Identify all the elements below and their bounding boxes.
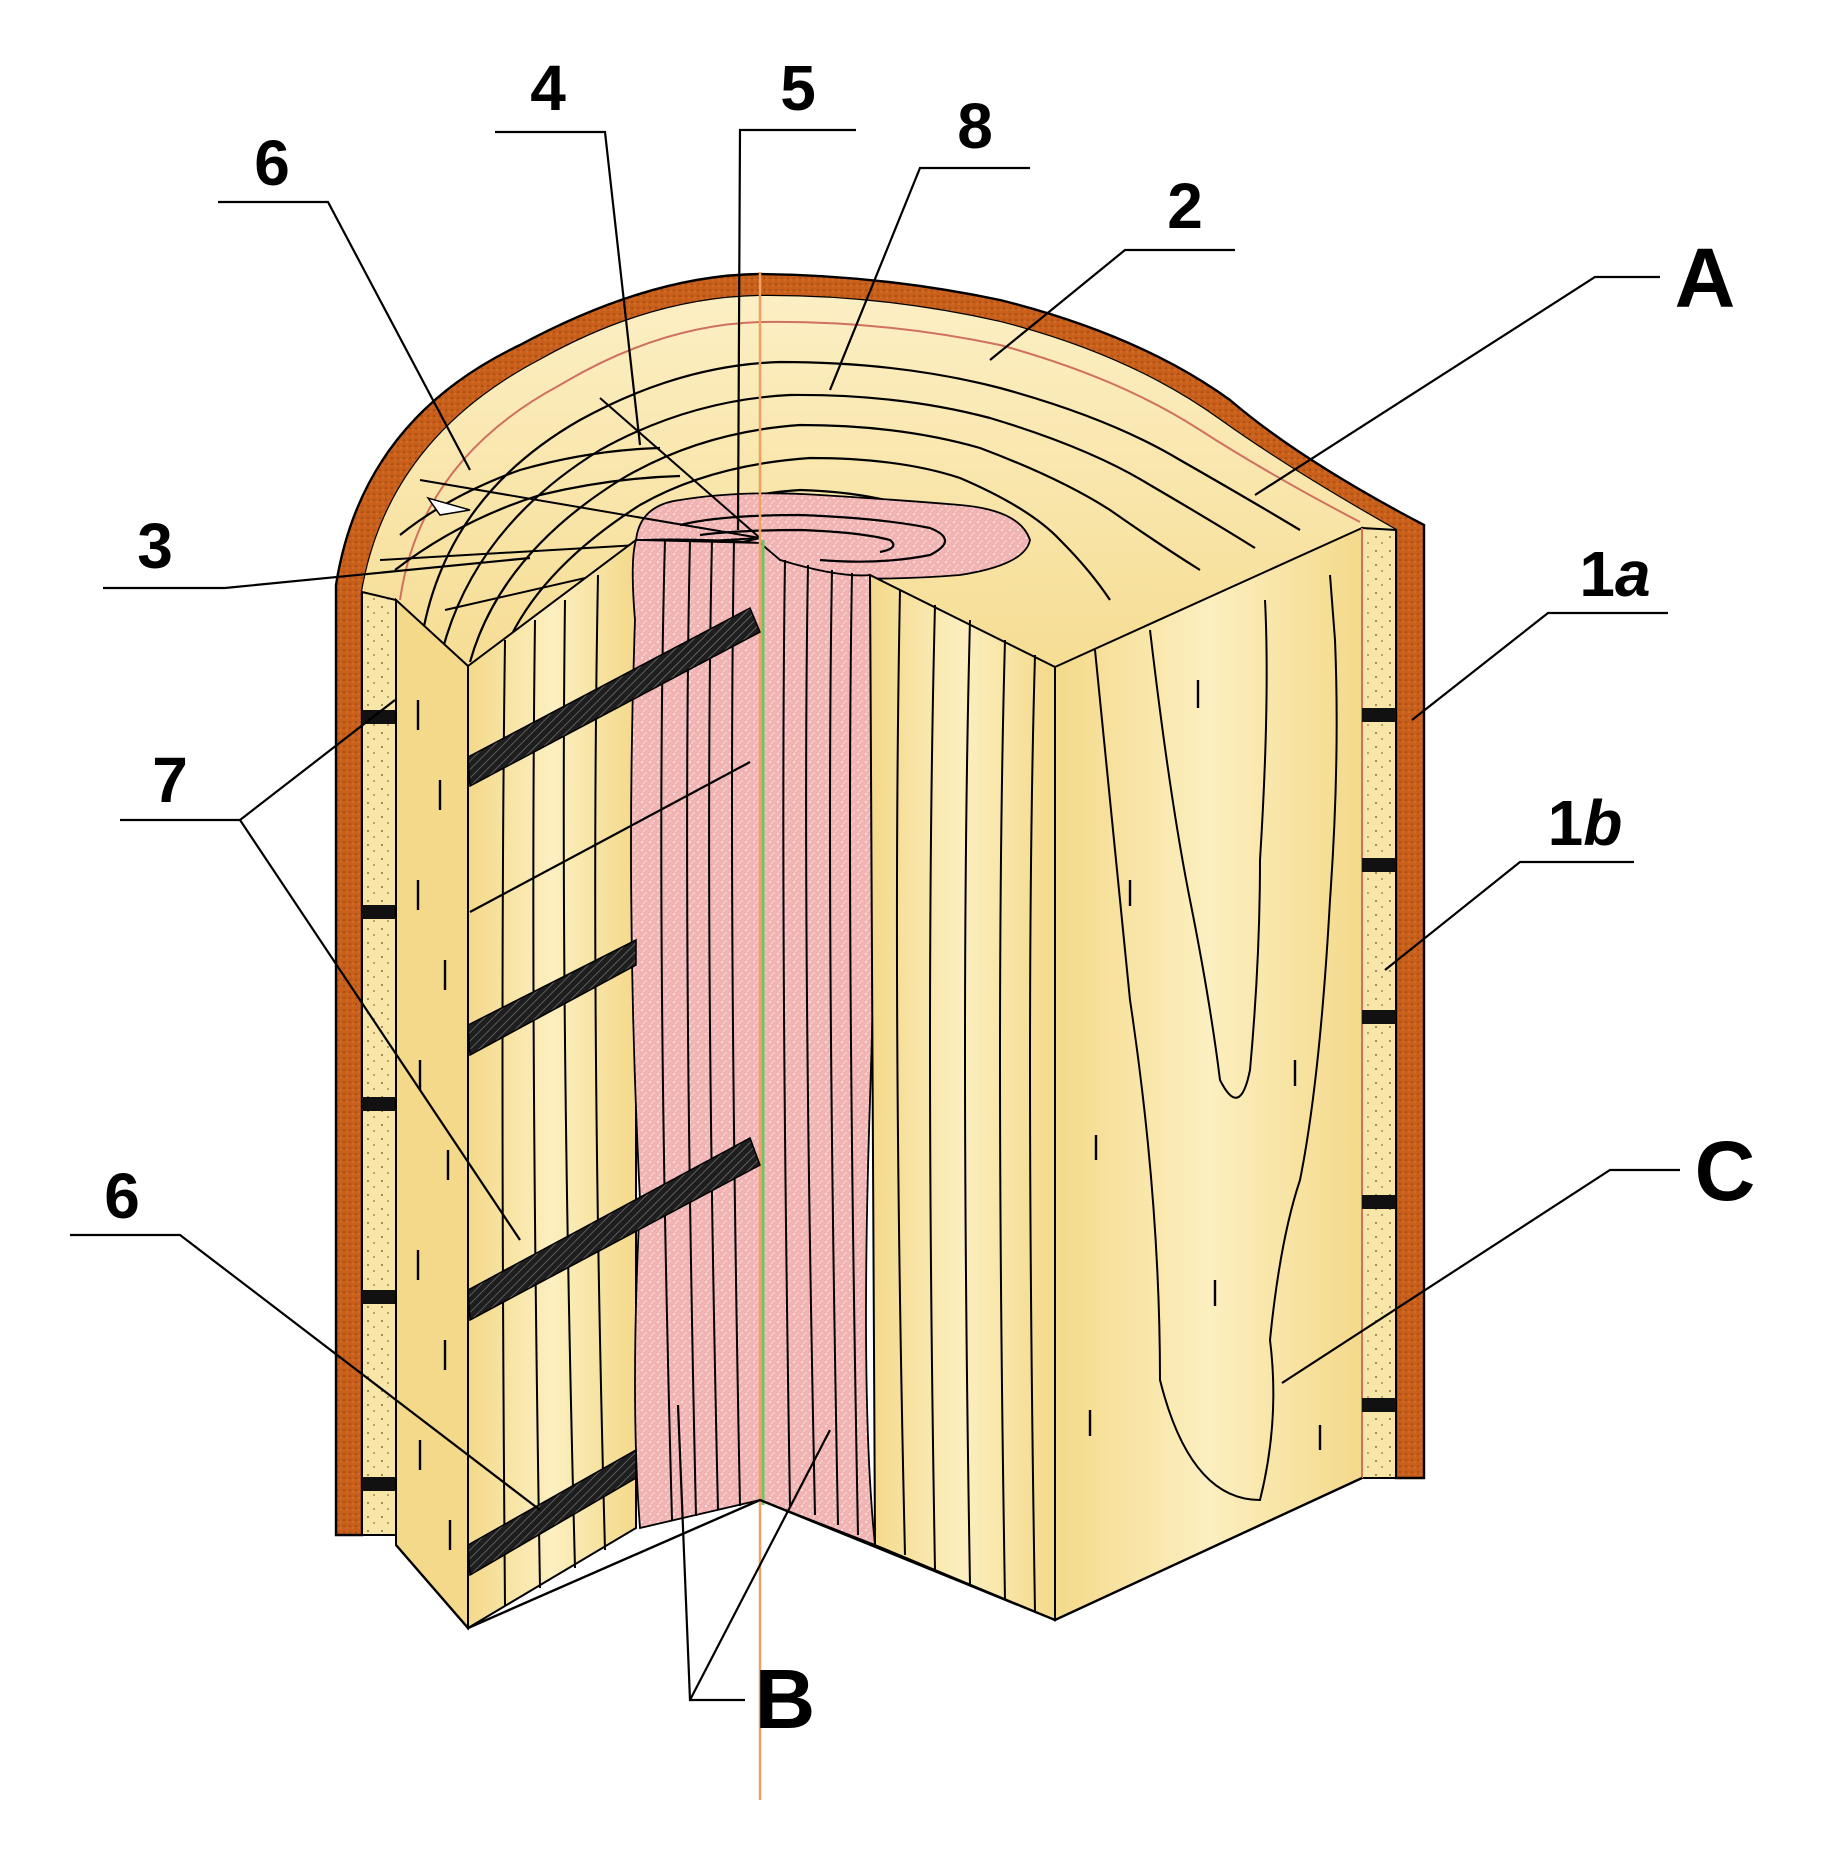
leader-1a	[1411, 611, 1668, 721]
left-phloem-strip	[361, 590, 397, 1536]
label-C: C	[1695, 1124, 1756, 1218]
label-A: A	[1675, 231, 1736, 325]
leader-8	[828, 166, 1030, 391]
svg-text:1a: 1a	[1579, 538, 1650, 610]
growth-ring	[418, 360, 1301, 651]
label-2: 2	[1167, 170, 1203, 242]
growth-ring	[438, 393, 1256, 661]
leader-4	[495, 130, 642, 446]
label-1a-letter: a	[1615, 538, 1651, 610]
heartwood-right	[759, 541, 877, 1547]
leader-A	[1254, 275, 1660, 496]
top-ray-line	[599, 397, 761, 539]
radial-crack	[426, 496, 471, 516]
label-1b-number: 1	[1548, 787, 1584, 859]
label-4: 4	[530, 52, 566, 124]
labels: 4 5 8 6 2 A 3 1a 7 1b 6 C B	[104, 52, 1755, 1746]
growth-ring	[399, 446, 661, 536]
leader-6-bottom	[70, 1233, 541, 1511]
leader-6-top	[218, 200, 471, 471]
left-radial-face	[395, 538, 637, 1631]
label-5: 5	[780, 52, 816, 124]
label-1a-number: 1	[1579, 538, 1615, 610]
heartwood-ring	[699, 528, 895, 554]
leader-1b	[1384, 860, 1634, 971]
leader-3	[103, 556, 531, 590]
leader-2	[989, 248, 1235, 361]
flame-grain	[1149, 599, 1268, 1099]
leader-7b	[239, 819, 521, 1241]
heartwood-left	[630, 539, 761, 1530]
medullary-rays	[467, 606, 761, 1577]
cambium-line	[399, 320, 1361, 601]
label-B: B	[755, 1652, 816, 1746]
label-6-bottom: 6	[104, 1160, 140, 1232]
heartwood-ring	[679, 513, 947, 563]
flame-grain	[1094, 574, 1338, 1502]
growth-ring	[468, 423, 1201, 663]
block-outline	[395, 1476, 1363, 1630]
top-ray-line	[419, 479, 761, 539]
svg-text:1b: 1b	[1548, 787, 1623, 859]
label-6-top: 6	[254, 127, 290, 199]
leader-7c	[469, 761, 751, 913]
top-cross-section	[362, 295, 1396, 667]
leader-lines	[70, 128, 1680, 1702]
vessel-dashes	[1088, 680, 1322, 1450]
right-tangential-face	[868, 573, 1056, 1622]
label-8: 8	[957, 90, 993, 162]
right-outer-face	[1054, 526, 1363, 1622]
leader-B2	[689, 1429, 831, 1701]
vessel-dashes	[416, 700, 452, 1550]
right-phloem-strip	[1361, 526, 1397, 1479]
leader-C	[1281, 1168, 1680, 1384]
growth-ring	[498, 456, 1111, 663]
growth-ring	[394, 474, 681, 571]
leader-5	[736, 128, 856, 531]
label-3: 3	[137, 510, 173, 582]
label-7: 7	[152, 744, 188, 816]
label-1b-letter: b	[1583, 787, 1622, 859]
